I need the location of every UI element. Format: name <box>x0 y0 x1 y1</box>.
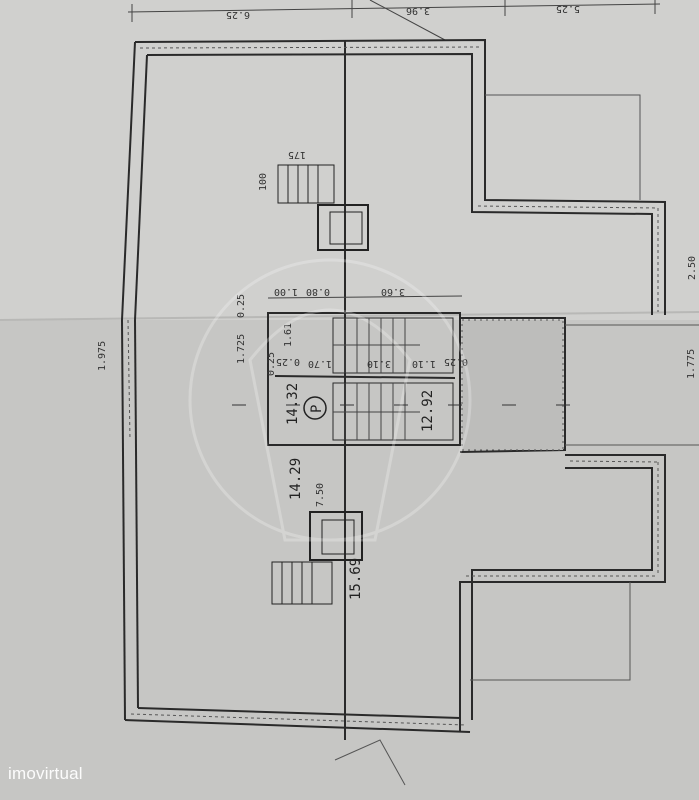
stair-side-3: 0.25 <box>266 352 277 376</box>
stair-dim-line <box>267 295 463 299</box>
paper-fold <box>0 311 699 321</box>
stair-dim-3: 3.60 <box>381 286 405 297</box>
imovirtual-logo: imovirtual <box>8 764 83 783</box>
wall-hatching <box>127 46 659 726</box>
courtyard <box>461 319 564 451</box>
dim-top-2: 3.96 <box>406 5 430 16</box>
remax-watermark <box>188 258 472 542</box>
upper-elevator <box>277 164 369 251</box>
parking-symbol-circle <box>303 396 327 420</box>
elevation-right: 12.92 <box>420 390 436 432</box>
elevation-mid: 14.29 <box>288 458 304 500</box>
stair-inner-3: 1.70 <box>308 358 332 369</box>
dim-top-1: 6.25 <box>226 9 250 20</box>
stair-inner-1: 1.61 <box>283 323 294 347</box>
upper-stair-dim-1: 100 <box>258 173 269 191</box>
dim-top-3: 5.25 <box>556 3 580 14</box>
stair-inner-5: 1.10 <box>412 358 436 369</box>
upper-stair-dim-2: 175 <box>288 149 306 160</box>
parking-symbol: P <box>309 405 325 413</box>
paper-top <box>0 0 699 320</box>
stair-side-2: 1.725 <box>236 334 247 364</box>
lower-elevator <box>271 511 363 605</box>
dim-right-top: 2.50 <box>687 256 698 280</box>
stair-dim-1: 1.00 <box>274 286 298 297</box>
dim-lower: 7.50 <box>315 483 326 507</box>
stair-treads <box>333 318 420 440</box>
stair-inner-4: 3.10 <box>367 358 391 369</box>
elevation-lower: 15.69 <box>348 558 364 600</box>
stair-dim-2: 0.80 <box>306 286 330 297</box>
stair-inner-6: 0.25 <box>444 356 468 367</box>
dim-left: 1.975 <box>97 341 108 371</box>
elevation-left: 14.32 <box>285 383 301 425</box>
stair-inner-2: 0.25 <box>276 356 300 367</box>
dim-right-bottom: 1.775 <box>686 349 697 379</box>
stair-side-1: 0.25 <box>236 294 247 318</box>
terrace-outlines <box>334 94 699 786</box>
top-dimension-line <box>127 0 661 41</box>
